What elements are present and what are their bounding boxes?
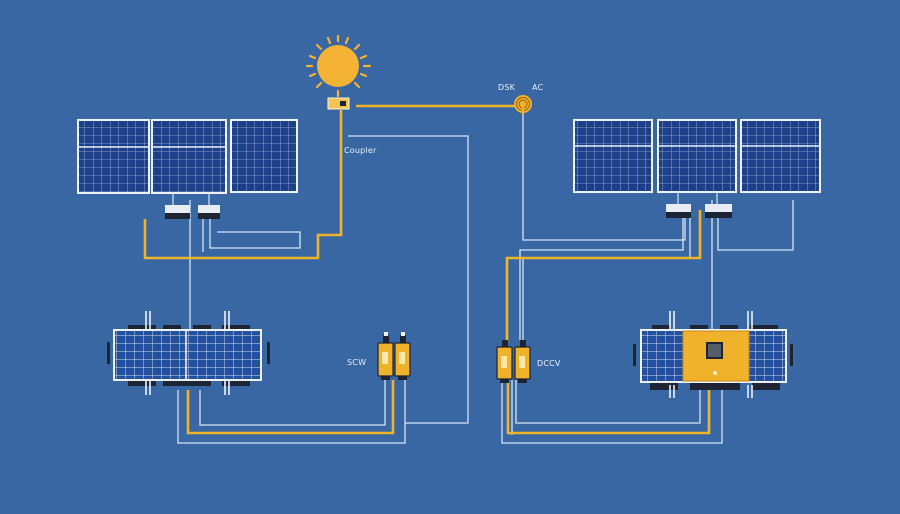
solar-panel xyxy=(77,119,150,194)
label-right-breaker: DCCV xyxy=(537,359,561,368)
breaker xyxy=(394,332,411,380)
label-dsk: DSK xyxy=(498,83,516,92)
signal-wires xyxy=(177,115,794,444)
sun-icon xyxy=(305,34,372,98)
top-right-solar-array xyxy=(573,119,821,218)
meter-icon xyxy=(514,95,532,115)
breaker xyxy=(377,332,394,380)
junction-box xyxy=(666,204,691,218)
battery-panel-module xyxy=(107,311,270,395)
solar-panel xyxy=(151,119,227,194)
inverter-box xyxy=(682,330,750,382)
junction-box xyxy=(198,205,220,219)
junction-box xyxy=(165,205,190,219)
sun-coupler-box xyxy=(327,97,350,110)
solar-panel xyxy=(230,119,298,193)
right-breaker-pair xyxy=(496,340,531,383)
label-left-breaker: SCW xyxy=(347,358,367,367)
solar-panel xyxy=(573,119,653,193)
label-ac: AC xyxy=(532,83,544,92)
top-left-solar-array xyxy=(77,119,298,219)
solar-panel xyxy=(657,119,737,193)
junction-box xyxy=(705,204,732,218)
inverter-panel-module xyxy=(633,311,793,398)
breaker xyxy=(496,340,513,383)
left-breaker-pair xyxy=(377,332,411,380)
solar-panel xyxy=(740,119,821,193)
label-coupler: Coupler xyxy=(344,146,377,155)
breaker xyxy=(514,340,531,383)
dc-wires xyxy=(143,104,711,435)
